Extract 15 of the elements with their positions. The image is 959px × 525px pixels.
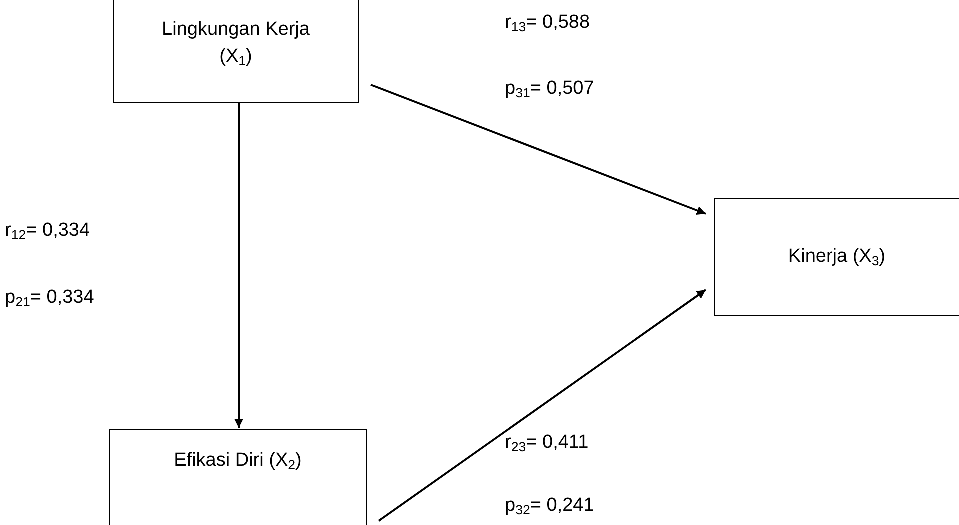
variable-name: Efikasi Diri (X$_{2}$) xyxy=(174,449,302,474)
coefficient-label: r$_{23}$= 0,411 xyxy=(505,432,589,454)
variable-box xyxy=(113,0,359,103)
variable-box xyxy=(109,429,367,525)
arrow xyxy=(378,289,707,522)
coefficient-label: p$_{32}$= 0,241 xyxy=(505,495,594,517)
arrow xyxy=(234,103,244,428)
variable-box xyxy=(714,198,959,316)
variable-name: Kinerja (X$_{3}$) xyxy=(788,244,886,270)
coefficient-label: r$_{12}$= 0,334 xyxy=(5,220,90,242)
coefficient-label: r$_{13}$= 0,588 xyxy=(505,12,590,34)
coefficient-label: p$_{21}$= 0,334 xyxy=(5,287,94,309)
variable-name: Lingkungan Kerja (X$_{1}$) xyxy=(161,18,311,70)
arrow xyxy=(370,84,706,215)
coefficient-label: p$_{31}$= 0,507 xyxy=(505,78,594,100)
